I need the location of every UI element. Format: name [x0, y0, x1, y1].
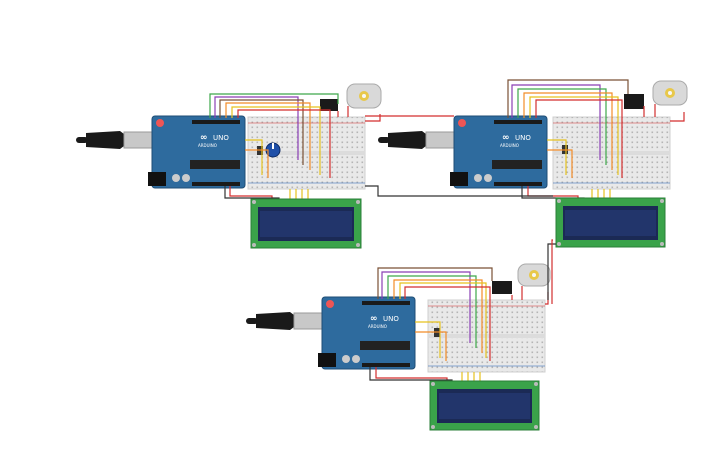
arduino-board[interactable]: ∞ UNO ARDUINO	[148, 115, 246, 189]
lcd-display	[250, 198, 362, 249]
dc-motor	[652, 80, 688, 106]
lcd-display	[429, 380, 540, 431]
lcd-display	[555, 197, 666, 248]
svg-text:∞: ∞	[200, 133, 208, 143]
wires	[365, 79, 685, 199]
dc-motor	[346, 83, 382, 109]
board-label: UNO	[515, 134, 531, 142]
board-label: UNO	[383, 315, 399, 323]
breadboard	[247, 116, 366, 190]
arduino-board[interactable]: ∞ UNO ARDUINO	[450, 115, 548, 189]
board-label: UNO	[213, 134, 229, 142]
relay	[492, 281, 512, 294]
arduino-board[interactable]: ∞ UNO ARDUINO	[318, 296, 416, 370]
usb-cable	[246, 312, 323, 330]
circuit-3: ∞ UNO ARDUINO	[246, 239, 556, 431]
svg-text:∞: ∞	[370, 314, 378, 324]
relay	[320, 99, 338, 111]
dc-motor	[517, 263, 551, 287]
wires	[209, 93, 381, 200]
circuit-2: ∞ UNO ARDUINO	[365, 79, 688, 248]
board-brand: ARDUINO	[500, 143, 519, 148]
circuit-1: ∞ UNO ARDUINO	[76, 83, 382, 249]
usb-cable	[76, 131, 153, 149]
relay	[624, 94, 644, 109]
usb-cable	[378, 131, 455, 149]
board-brand: ARDUINO	[368, 324, 387, 329]
svg-text:∞: ∞	[502, 133, 510, 143]
board-brand: ARDUINO	[198, 143, 217, 148]
